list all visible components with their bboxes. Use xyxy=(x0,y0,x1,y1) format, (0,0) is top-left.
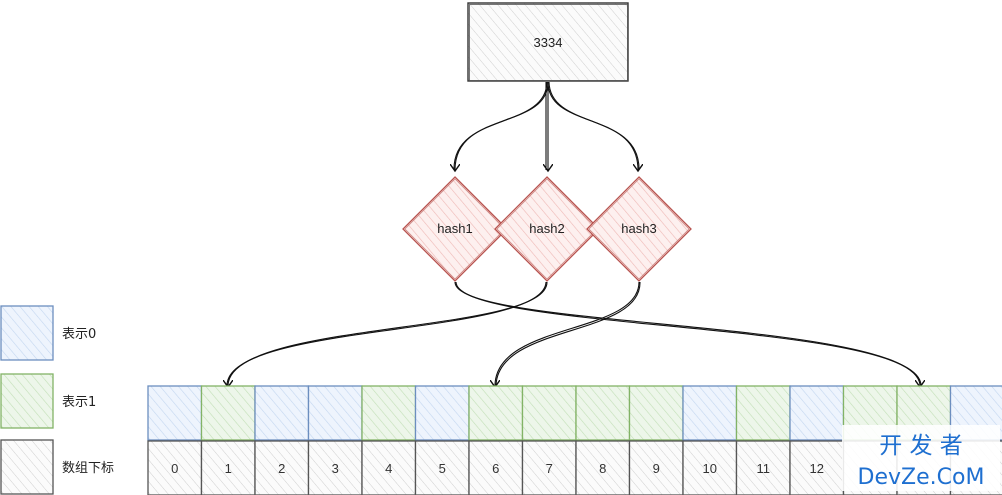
watermark-line2: DevZe.CoM xyxy=(858,465,985,490)
input-connectors xyxy=(454,81,639,170)
input-node: 3334 xyxy=(467,2,629,82)
bit-cell-5 xyxy=(414,385,470,441)
watermark-line1: 开 发 者 xyxy=(879,433,963,459)
index-label-0: 0 xyxy=(171,461,178,476)
hash3-label: hash3 xyxy=(621,221,656,236)
bit-cell-8 xyxy=(575,385,631,441)
index-label-12: 12 xyxy=(810,461,824,476)
index-label-8: 8 xyxy=(599,461,606,476)
index-cell-8 xyxy=(575,440,631,495)
index-cell-6 xyxy=(468,440,524,495)
connector-to-hash1 xyxy=(455,81,549,170)
legend-label-index: 数组下标 xyxy=(62,461,114,476)
index-cell-3 xyxy=(307,440,363,495)
input-value: 3334 xyxy=(534,35,563,50)
bit-cell-6 xyxy=(468,385,524,441)
index-label-6: 6 xyxy=(492,461,499,476)
connector-to-hash3 xyxy=(547,81,638,170)
legend-label-one: 表示1 xyxy=(62,395,96,410)
index-label-10: 10 xyxy=(703,461,717,476)
hash3-node: hash3 xyxy=(586,176,692,282)
index-label-3: 3 xyxy=(332,461,339,476)
index-label-11: 11 xyxy=(757,461,771,476)
index-label-7: 7 xyxy=(546,461,553,476)
bit-cell-0 xyxy=(147,385,203,441)
bit-cell-2 xyxy=(254,385,310,441)
bit-cell-10 xyxy=(682,385,738,441)
bit-cell-12 xyxy=(789,385,845,441)
bit-cell-3 xyxy=(307,385,363,441)
index-label-1: 1 xyxy=(225,461,232,476)
index-cell-4 xyxy=(361,440,417,495)
bit-cell-7 xyxy=(521,385,577,441)
watermark: 开 发 者 DevZe.CoM xyxy=(842,425,1000,491)
index-label-2: 2 xyxy=(278,461,285,476)
connector-hash1-to-bit xyxy=(454,281,920,386)
legend: 表示0 表示1 数组下标 xyxy=(0,305,114,495)
connector-hash3-to-bit xyxy=(495,281,640,386)
index-cell-5 xyxy=(414,440,470,495)
bit-cell-1 xyxy=(200,385,256,441)
bit-cell-9 xyxy=(628,385,684,441)
index-label-5: 5 xyxy=(439,461,446,476)
connector-hash2-to-bit xyxy=(228,281,548,386)
hash1-node: hash1 xyxy=(402,176,508,282)
legend-item-index: 数组下标 xyxy=(0,439,114,495)
index-label-9: 9 xyxy=(653,461,660,476)
bit-cell-4 xyxy=(361,385,417,441)
hash-connectors xyxy=(227,281,921,386)
hash2-node: hash2 xyxy=(494,176,600,282)
hash1-label: hash1 xyxy=(437,221,472,236)
legend-label-zero: 表示0 xyxy=(62,327,96,342)
index-cell-9 xyxy=(628,440,684,495)
legend-item-zero: 表示0 xyxy=(0,305,96,361)
legend-item-one: 表示1 xyxy=(0,373,96,429)
bit-cell-11 xyxy=(735,385,791,441)
index-label-4: 4 xyxy=(385,461,392,476)
index-cell-11 xyxy=(735,440,791,495)
hash2-label: hash2 xyxy=(529,221,564,236)
index-cell-2 xyxy=(254,440,310,495)
